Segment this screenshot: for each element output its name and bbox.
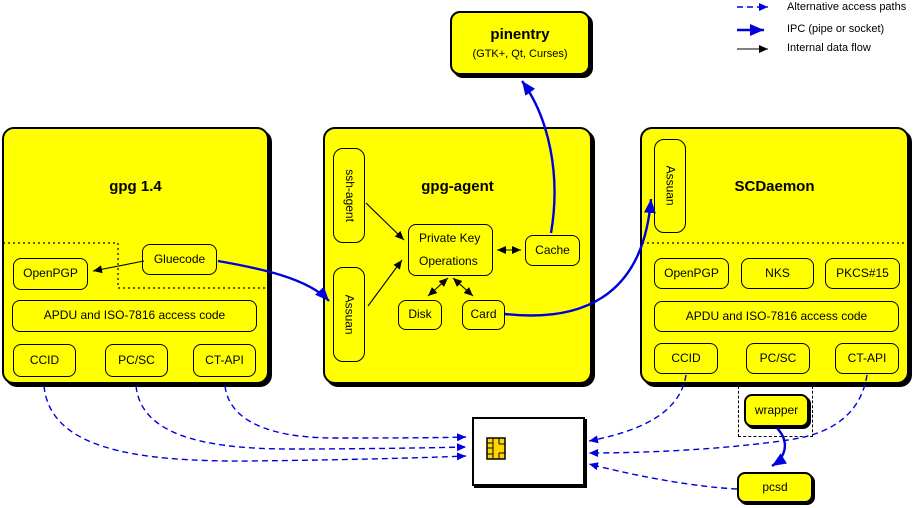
scdaemon-openpgp-box: OpenPGP	[654, 258, 729, 289]
pko-line1: Private Key	[419, 231, 481, 246]
alt-scdaemon-ctapi-to-card	[588, 374, 868, 457]
scdaemon-nks-box: NKS	[741, 258, 814, 289]
legend-ipc-label: IPC (pipe or socket)	[787, 23, 885, 35]
smartcard-chip-icon	[486, 437, 506, 460]
scdaemon-pcsc-box: PC/SC	[746, 343, 810, 374]
gpg14-title: gpg 1.4	[109, 178, 162, 195]
legend-alt-paths-label: Alternative access paths	[787, 1, 907, 13]
card-box: Card	[462, 300, 505, 330]
gpg-agent-assuan-label: Assuan	[342, 294, 357, 335]
private-key-operations-box: Private Key Operations	[408, 224, 493, 276]
gpg14-gluecode-box: Gluecode	[142, 244, 217, 275]
pinentry-box: pinentry (GTK+, Qt, Curses)	[450, 11, 590, 75]
gpg14-ccid-box: CCID	[13, 344, 76, 377]
smartcard	[472, 417, 585, 486]
alt-scdaemon-ccid-to-card	[588, 374, 687, 444]
gpg-agent-title: gpg-agent	[421, 178, 494, 195]
scdaemon-box	[640, 127, 909, 384]
scdaemon-assuan-box: Assuan	[654, 139, 686, 233]
alt-pcsd-to-card	[588, 462, 738, 490]
scdaemon-apdu-box: APDU and ISO-7816 access code	[654, 301, 899, 332]
gpg14-apdu-box: APDU and ISO-7816 access code	[12, 300, 257, 332]
scdaemon-pkcs15-box: PKCS#15	[825, 258, 900, 289]
cache-box: Cache	[525, 235, 580, 266]
gpg14-ctapi-box: CT-API	[193, 344, 256, 377]
scdaemon-assuan-label: Assuan	[663, 165, 678, 207]
alt-gpg14-pcsc-to-card	[135, 385, 467, 452]
disk-box: Disk	[398, 300, 442, 330]
gpg14-openpgp-box: OpenPGP	[13, 258, 88, 290]
pinentry-subtitle: (GTK+, Qt, Curses)	[472, 48, 568, 60]
scdaemon-ctapi-box: CT-API	[835, 343, 899, 374]
wrapper-box: wrapper	[744, 394, 809, 427]
scdaemon-title: SCDaemon	[734, 178, 815, 195]
legend-internal-flow-label: Internal data flow	[787, 42, 871, 54]
pcsd-box: pcsd	[737, 472, 813, 503]
ssh-agent-label: ssh-agent	[342, 169, 357, 222]
pinentry-title: pinentry	[490, 26, 550, 43]
alt-gpg14-ccid-to-card	[43, 385, 467, 462]
scdaemon-ccid-box: CCID	[654, 343, 718, 374]
gpg14-pcsc-box: PC/SC	[105, 344, 168, 377]
alt-gpg14-ctapi-to-card	[224, 385, 467, 442]
gpg-agent-ssh-agent-box: ssh-agent	[333, 148, 365, 243]
gpg-agent-assuan-box: Assuan	[333, 267, 365, 362]
pko-line2: Operations	[419, 253, 478, 268]
